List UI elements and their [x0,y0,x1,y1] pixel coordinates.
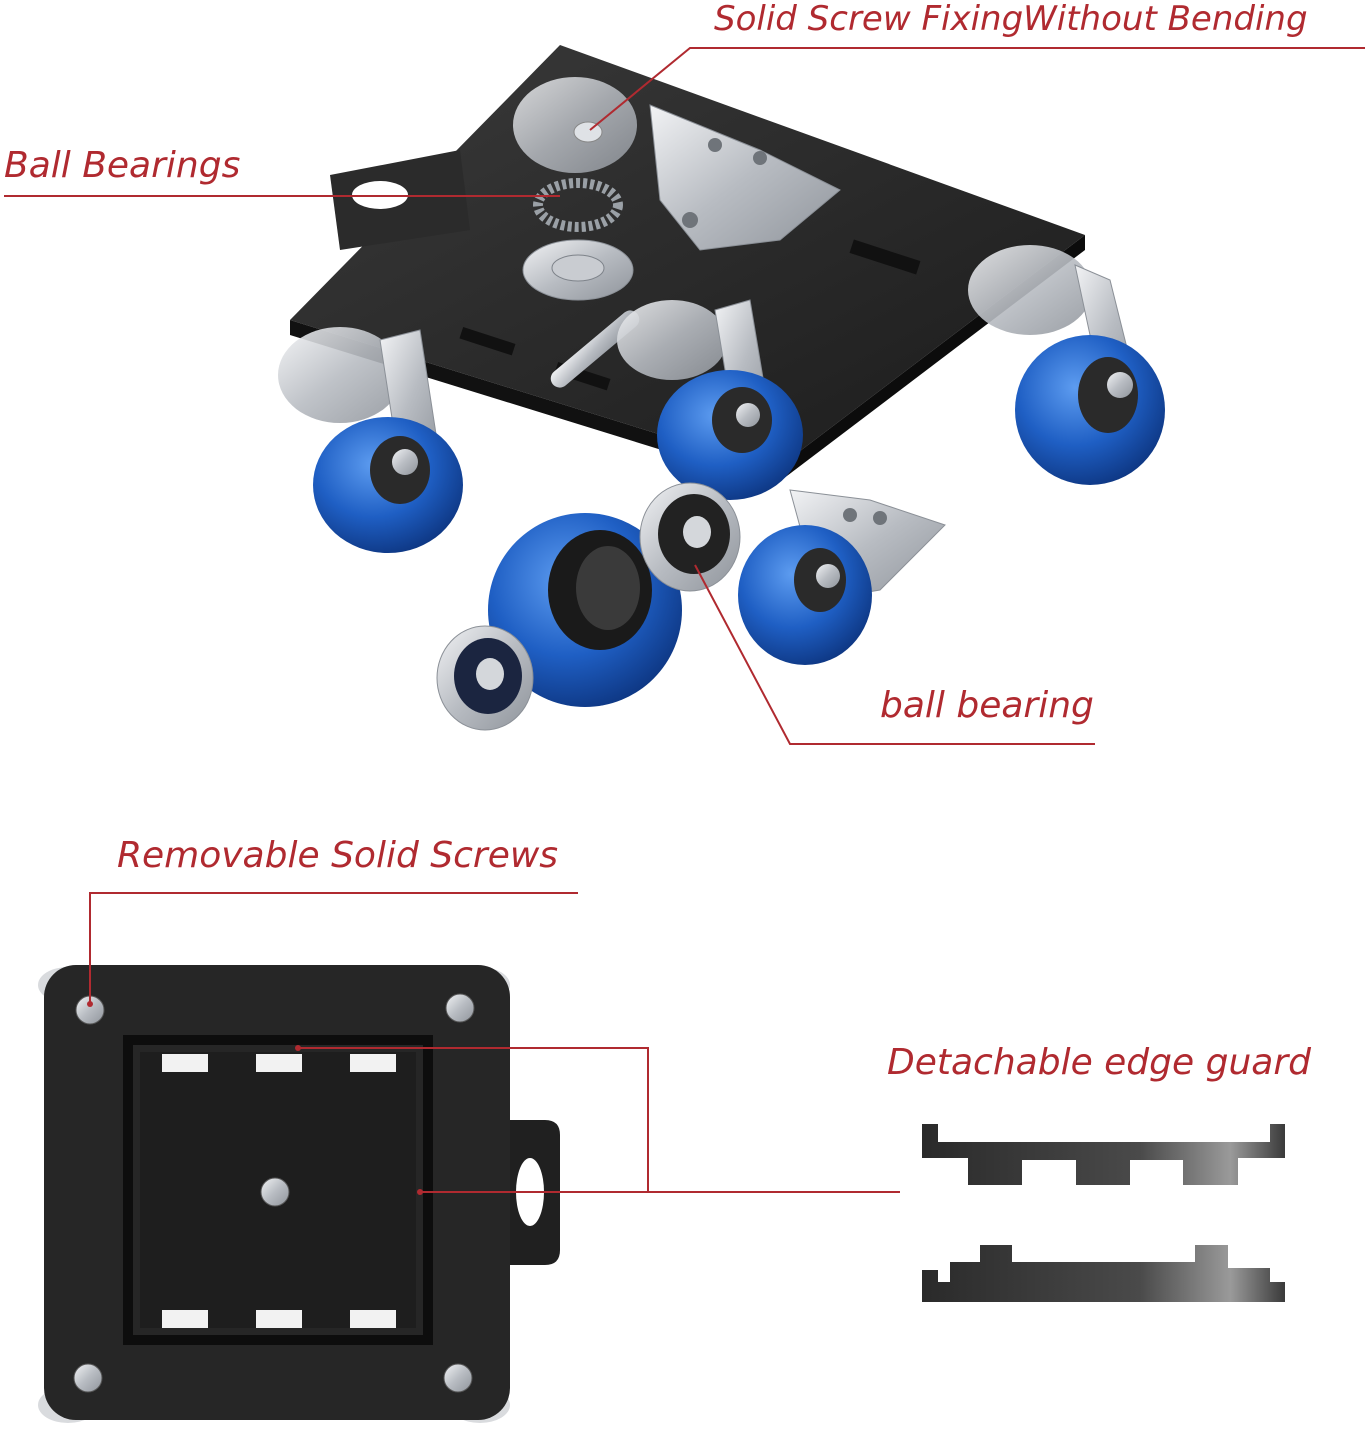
axle-bolt [736,403,760,427]
leader-line-removable-screws [89,892,578,1002]
bearing-race-center [551,254,605,282]
guard-notch [162,1054,208,1072]
caster-mount [278,327,402,423]
caster-dolly-icon [278,45,1165,731]
edge-guard-frame [123,1035,433,1345]
guard-notch [162,1310,208,1328]
plate-top-view-icon [38,965,560,1423]
solid-screw [443,1363,473,1393]
axle-bolt [816,564,840,588]
ball-bearing-icon [436,625,534,731]
edge-guard-lower [922,1245,1285,1302]
guard-notch [350,1054,396,1072]
solid-screw [445,993,475,1023]
label-ball-bearing: ball bearing [880,685,1094,726]
label-detachable-edge-guard: Detachable edge guard [887,1042,1311,1083]
label-ball-bearings: Ball Bearings [4,145,241,186]
guard-notch [256,1054,302,1072]
edge-guard-upper [922,1124,1285,1185]
axle-bolt [392,449,418,475]
ball-bearing-icon [639,482,741,592]
label-solid-screw-fixing: Solid Screw FixingWithout Bending [714,0,1308,39]
locking-pin [550,310,640,388]
leader-dot [417,1189,423,1195]
center-screw [260,1177,290,1207]
caster-mount [968,245,1092,335]
swivel-plate [513,77,637,173]
brake-bracket [649,104,841,251]
wheel-hub [1078,357,1138,433]
plate-slot [459,326,516,356]
leader-line-ball-bearing [694,564,1095,745]
bracket-hole [843,508,857,522]
leader-dot [295,1045,301,1051]
dolly-plate [290,45,1085,470]
bracket-hole [682,212,698,228]
plate-slot [849,239,921,275]
bracket-hole [753,151,767,165]
axle-bolt [1107,372,1133,398]
swivel-screw [573,121,603,143]
solid-screw [73,1363,103,1393]
bracket-hole [708,138,722,152]
leader-line-solid-screw-pointer [589,47,712,131]
bracket-hole [873,511,887,525]
leader-dot [87,1001,93,1007]
leader-line-edge-guard-top [298,1047,649,1192]
guard-notch [256,1310,302,1328]
caster-mount [617,300,727,380]
label-removable-solid-screws: Removable Solid Screws [117,835,559,876]
ball-bearing-ring [533,178,623,232]
guard-notch [350,1310,396,1328]
edge-guard-icon [922,1124,1285,1302]
exploded-wheel-inner [576,546,640,630]
